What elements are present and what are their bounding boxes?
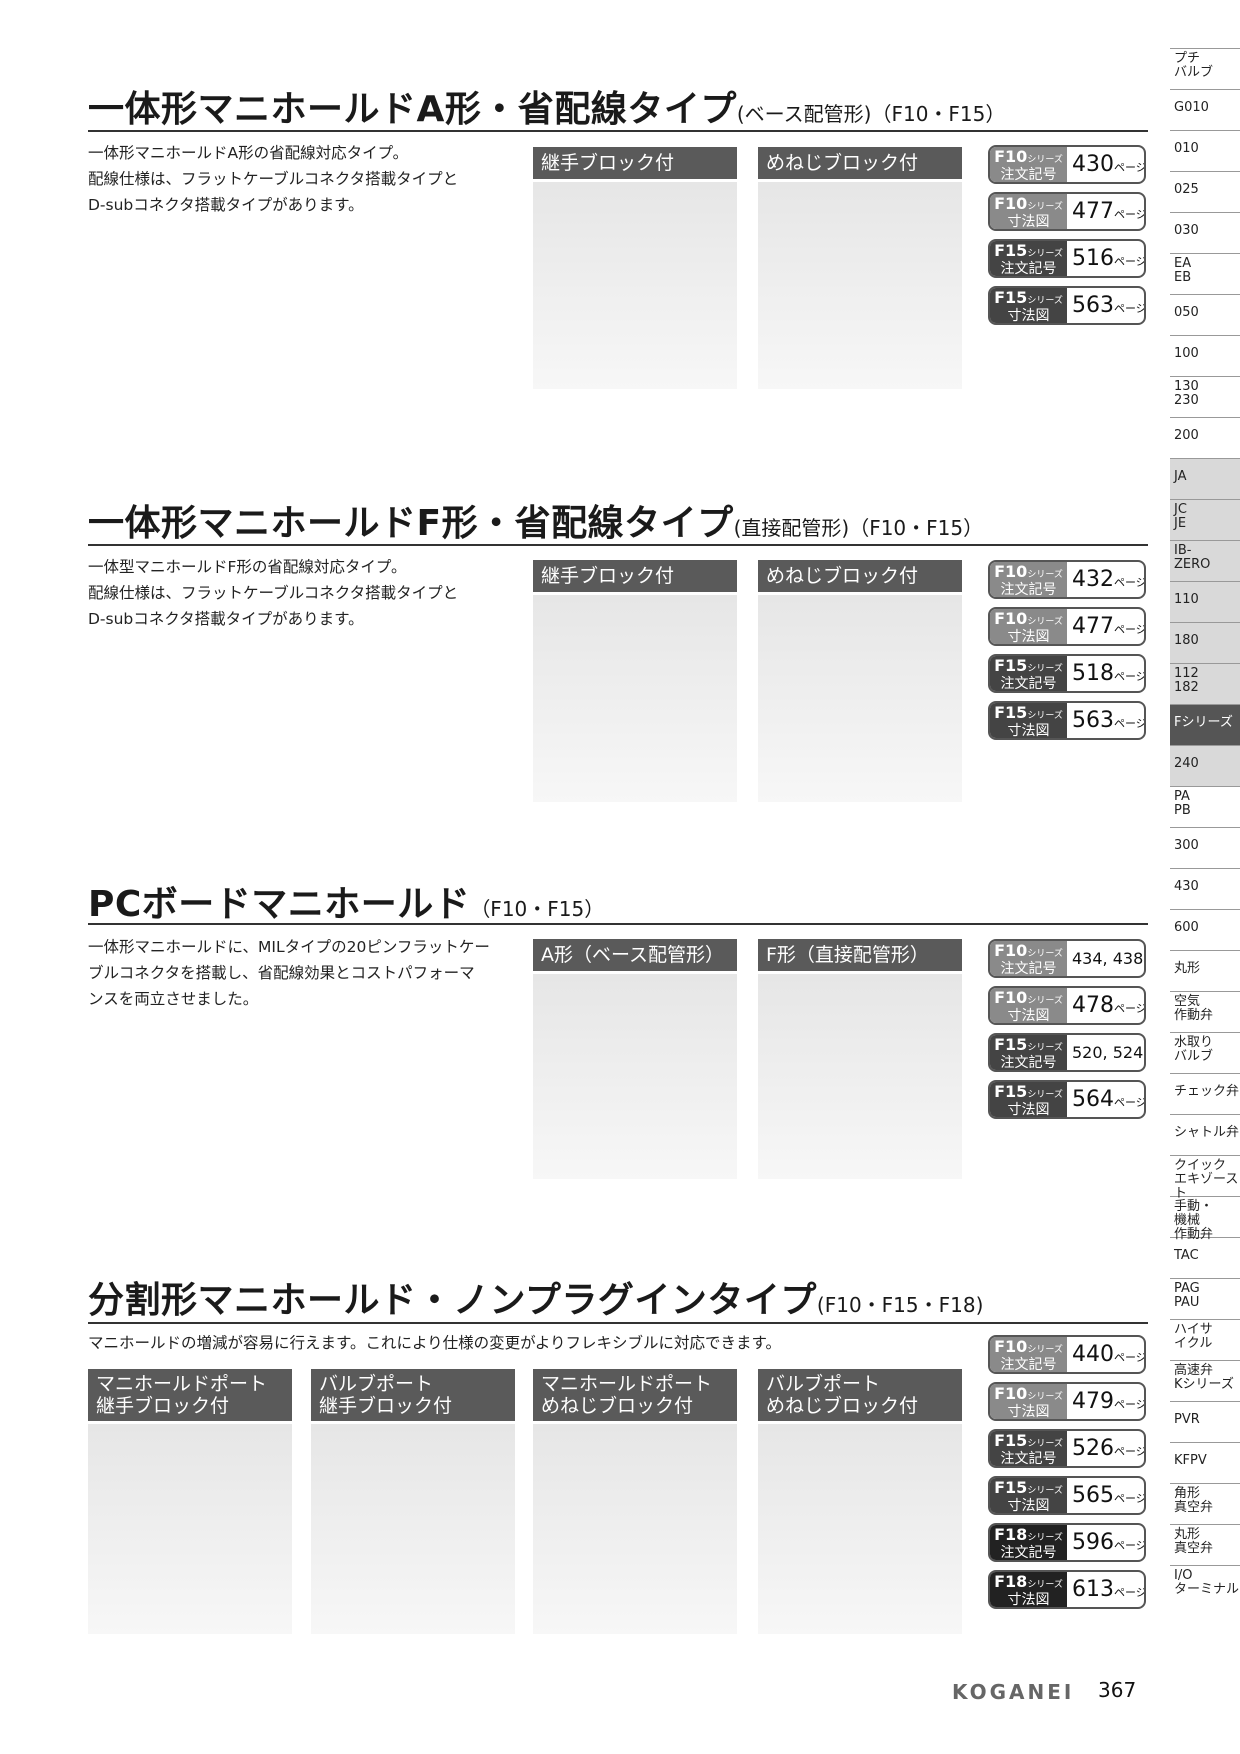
- side-tab[interactable]: 角形 真空弁: [1170, 1483, 1240, 1524]
- side-tab[interactable]: 200: [1170, 417, 1240, 458]
- section-3-card-label-2: F形（直接配管形）: [758, 939, 962, 971]
- section-2-card-label-2: めねじブロック付: [758, 560, 962, 592]
- section-4-rule: [88, 1322, 1148, 1324]
- section-2-desc: 一体型マニホールドF形の省配線対応タイプ。配線仕様は、フラットケーブルコネクタ搭…: [88, 558, 459, 628]
- section-1-product-image-1: [533, 182, 737, 389]
- side-tab[interactable]: EA EB: [1170, 253, 1240, 294]
- side-tab[interactable]: 水取り バルブ: [1170, 1032, 1240, 1073]
- section-4-card-label-3: マニホールドポートめねじブロック付: [533, 1369, 737, 1421]
- side-tab[interactable]: PA PB: [1170, 786, 1240, 827]
- side-tab[interactable]: G010: [1170, 89, 1240, 130]
- side-tab[interactable]: 300: [1170, 827, 1240, 868]
- side-tab[interactable]: クイック エキゾースト: [1170, 1155, 1240, 1201]
- section-2-rule: [88, 544, 1148, 546]
- side-tab[interactable]: PAG PAU: [1170, 1278, 1240, 1319]
- section-4-product-image-4: [758, 1424, 962, 1634]
- side-tab[interactable]: 110: [1170, 581, 1240, 622]
- side-tab[interactable]: 100: [1170, 335, 1240, 376]
- side-tab[interactable]: PVR: [1170, 1401, 1240, 1442]
- side-tab[interactable]: チェック弁: [1170, 1073, 1240, 1114]
- side-tab[interactable]: ハイサ イクル: [1170, 1319, 1240, 1360]
- side-tab[interactable]: 600: [1170, 909, 1240, 950]
- side-tab[interactable]: I/O ターミナル: [1170, 1565, 1240, 1606]
- side-tab[interactable]: TAC: [1170, 1237, 1240, 1278]
- section-1-desc: 一体形マニホールドA形の省配線対応タイプ。配線仕様は、フラットケーブルコネクタ搭…: [88, 144, 459, 214]
- side-tab[interactable]: 240: [1170, 745, 1240, 786]
- section-2-card-label-1: 継手ブロック付: [533, 560, 737, 592]
- section-2-product-image-1: [533, 595, 737, 802]
- side-tab[interactable]: 112 182: [1170, 663, 1240, 704]
- section-4-product-image-3: [533, 1424, 737, 1634]
- side-tab[interactable]: Fシリーズ: [1170, 704, 1240, 745]
- section-4-card-label-4: バルブポートめねじブロック付: [758, 1369, 962, 1421]
- side-tab[interactable]: 丸形 真空弁: [1170, 1524, 1240, 1565]
- section-4-title: 分割形マニホールド・ノンプラグインタイプ(F10・F15・F18): [88, 1280, 984, 1321]
- section-3-title: PCボードマニホールド（F10・F15）: [88, 884, 605, 925]
- side-tab[interactable]: 180: [1170, 622, 1240, 663]
- section-1-rule: [88, 130, 1148, 132]
- side-tab[interactable]: 025: [1170, 171, 1240, 212]
- section-3-rule: [88, 923, 1148, 925]
- koganei-logo: KOGANEI: [952, 1680, 1075, 1704]
- side-tab[interactable]: JA: [1170, 458, 1240, 499]
- section-4-card-label-2: バルブポート継手ブロック付: [311, 1369, 515, 1421]
- side-tab[interactable]: シャトル弁: [1170, 1114, 1240, 1155]
- section-3-product-image-2: [758, 974, 962, 1179]
- side-tab[interactable]: 430: [1170, 868, 1240, 909]
- section-1-card-label-1: 継手ブロック付: [533, 147, 737, 179]
- side-tab[interactable]: 高速弁 Kシリーズ: [1170, 1360, 1240, 1401]
- side-tab[interactable]: 空気 作動弁: [1170, 991, 1240, 1032]
- section-4-desc: マニホールドの増減が容易に行えます。これにより仕様の変更がよりフレキシブルに対応…: [88, 1334, 782, 1352]
- section-1-card-label-2: めねじブロック付: [758, 147, 962, 179]
- section-3-desc: 一体形マニホールドに、MILタイプの20ピンフラットケーブルコネクタを搭載し、省…: [88, 938, 490, 1008]
- page-number: 367: [1098, 1678, 1137, 1702]
- section-4-product-image-1: [88, 1424, 292, 1634]
- section-2-title: 一体形マニホールドF形・省配線タイプ(直接配管形)（F10・F15）: [88, 503, 984, 544]
- section-1-product-image-2: [758, 182, 962, 389]
- side-tab[interactable]: 010: [1170, 130, 1240, 171]
- side-tab[interactable]: IB- ZERO: [1170, 540, 1240, 581]
- section-3-card-label-1: A形（ベース配管形）: [533, 939, 737, 971]
- section-4-card-label-1: マニホールドポート継手ブロック付: [88, 1369, 292, 1421]
- section-2-product-image-2: [758, 595, 962, 802]
- side-tab[interactable]: 丸形: [1170, 950, 1240, 991]
- side-tab[interactable]: JC JE: [1170, 499, 1240, 540]
- side-tab[interactable]: 130 230: [1170, 376, 1240, 417]
- section-1-title: 一体形マニホールドA形・省配線タイプ(ベース配管形)（F10・F15）: [88, 89, 1006, 130]
- section-3-product-image-1: [533, 974, 737, 1179]
- section-4-product-image-2: [311, 1424, 515, 1634]
- side-tab[interactable]: 050: [1170, 294, 1240, 335]
- side-tab[interactable]: 030: [1170, 212, 1240, 253]
- side-tab[interactable]: プチ バルブ: [1170, 48, 1240, 89]
- side-tab[interactable]: 手動・ 機械 作動弁: [1170, 1196, 1240, 1242]
- side-tab[interactable]: KFPV: [1170, 1442, 1240, 1483]
